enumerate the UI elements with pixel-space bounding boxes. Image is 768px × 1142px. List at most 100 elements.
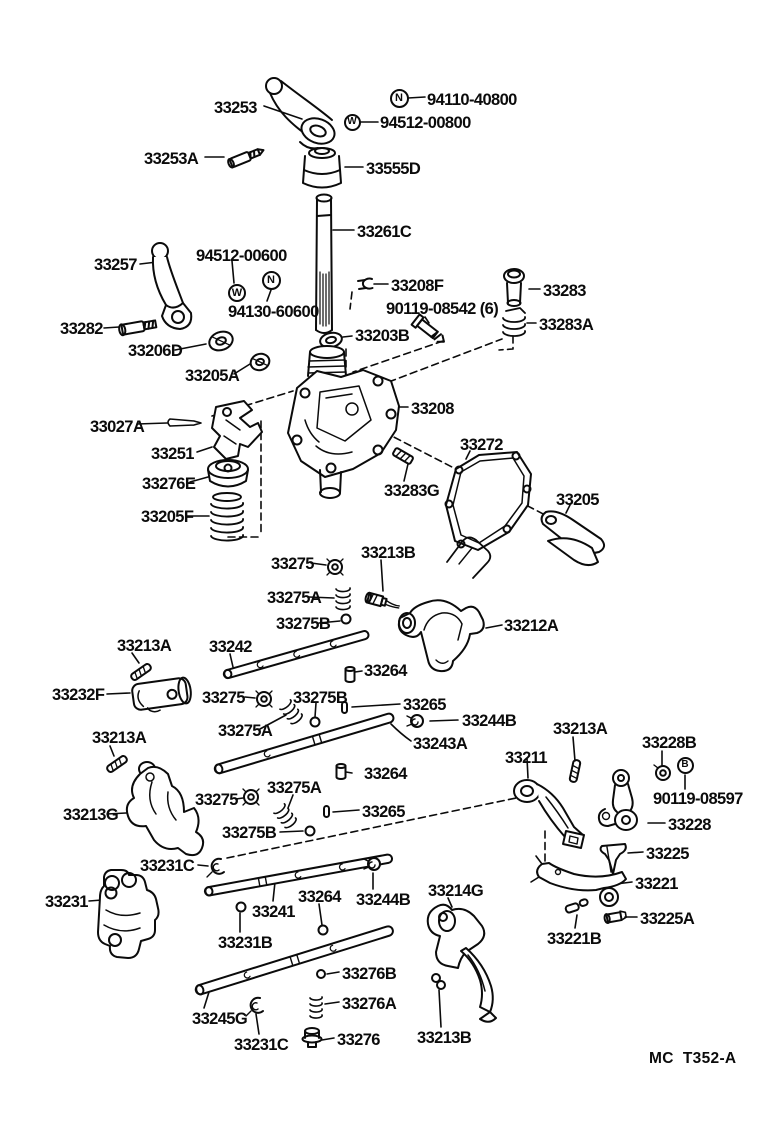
part-label-33232F: 33232F [52,686,105,704]
part-label-33276: 33276 [337,1031,380,1049]
part-label-33214G: 33214G [428,882,484,900]
figure-code: MC T352-A [649,1050,737,1067]
part-33245G-rod [195,925,395,995]
part-33208-housing [288,346,399,498]
part-label-33027A: 33027A [90,418,145,436]
part-label-33221B: 33221B [547,930,602,948]
part-label-33253A: 33253A [144,150,199,168]
part-label-90119-08597: 90119-08597 [653,790,743,808]
part-label-33275: 33275 [271,555,314,573]
part-33244B-clip-1 [407,715,423,727]
part-33205A-washer [248,351,271,373]
part-label-94130-60600: 94130-60600 [228,303,319,321]
part-label-33213A: 33213A [117,637,172,655]
part-33283A-spring [503,308,525,336]
part-label-33245G: 33245G [192,1010,248,1028]
part-33276B-ball [317,970,325,978]
part-33232F-cylinder [131,677,193,715]
part-label-33225A: 33225A [640,910,695,928]
part-33276-plug [303,1028,322,1047]
part-33221-arm [531,856,626,906]
part-33231B-ball [237,903,246,912]
part-33228-link [599,770,637,830]
part-label-90119-08542-6-: 90119-08542 (6) [386,300,499,318]
part-33213A-pin-1 [130,663,152,681]
part-33213B-clip-2 [432,974,445,989]
part-label-33244B: 33244B [356,891,411,909]
part-label-33241: 33241 [252,903,295,921]
part-label-33264: 33264 [364,662,407,680]
part-33275B-ball-1 [342,615,351,624]
part-33231C-clip-1 [207,859,224,877]
part-33225A-bolt [604,910,627,923]
part-label-33265: 33265 [362,803,405,821]
part-label-33213A: 33213A [553,720,608,738]
part-label-33205A: 33205A [185,367,240,385]
part-label-33272: 33272 [460,436,503,454]
part-label-33275B: 33275B [293,689,348,707]
part-label-33283G: 33283G [384,482,440,500]
part-33208F-clip [358,279,373,289]
part-33275B-ball-2 [311,718,320,727]
part-33206D-washer [207,328,236,353]
part-label-33231B: 33231B [218,934,273,952]
part-33211-lever [514,780,584,848]
part-label-33265: 33265 [403,696,446,714]
symbol-badge-B: B [676,756,694,774]
part-33244B-clip-2 [364,858,380,870]
part-label-33251: 33251 [151,445,194,463]
part-33276E-spring-seat [208,460,248,487]
part-33231C-clip-2 [246,998,263,1016]
part-label-33276A: 33276A [342,995,397,1013]
part-label-33261C: 33261C [357,223,412,241]
part-33283G-pin [392,448,413,465]
part-33283-screw [504,269,524,306]
part-label-33283: 33283 [543,282,586,300]
part-33241-rod [204,854,392,896]
part-33251-bracket [212,401,262,459]
part-label-33264: 33264 [364,765,407,783]
part-label-33275B: 33275B [222,824,277,842]
part-33205F-spring [211,493,243,541]
symbol-badge-N: N [261,270,281,290]
part-33213B-plug-1 [365,592,401,611]
part-label-33283A: 33283A [539,316,594,334]
part-label-33275B: 33275B [276,615,331,633]
part-label-33257: 33257 [94,256,137,274]
part-33282-screw [118,318,156,335]
part-33276A-spring [310,997,322,1018]
part-label-33206D: 33206D [128,342,183,360]
part-33275A-spring-3 [273,804,297,830]
part-label-33225: 33225 [646,845,689,863]
part-33027A-pin [168,419,201,426]
part-33225-bracket [601,844,626,874]
part-label-33243A: 33243A [413,735,468,753]
part-33264-ball [319,926,328,935]
symbol-badge-W: W [343,113,361,131]
part-33275-grommet-3 [243,789,259,805]
part-label-33275A: 33275A [218,722,273,740]
part-label-33275: 33275 [202,689,245,707]
part-label-33555D: 33555D [366,160,421,178]
part-label-33203B: 33203B [355,327,410,345]
part-label-33228: 33228 [668,816,711,834]
part-label-33231: 33231 [45,893,88,911]
part-label-94110-40800: 94110-40800 [427,91,517,109]
part-33265-pin-1 [342,702,347,713]
part-label-33242: 33242 [209,638,252,656]
part-33264-pin-1 [346,667,355,682]
part-33555D-seat [303,148,341,188]
part-label-33276E: 33276E [142,475,196,493]
part-33261C-shaft [316,195,332,334]
part-label-33275: 33275 [195,791,238,809]
symbol-badge-N: N [389,88,409,108]
part-33213A-pin-2 [106,755,128,773]
part-label-33276B: 33276B [342,965,397,983]
part-33264-pin-2 [337,764,346,779]
part-33275-grommet-2 [256,691,272,707]
part-label-33213G: 33213G [63,806,119,824]
part-label-33275A: 33275A [267,589,322,607]
part-label-33231C: 33231C [140,857,195,875]
